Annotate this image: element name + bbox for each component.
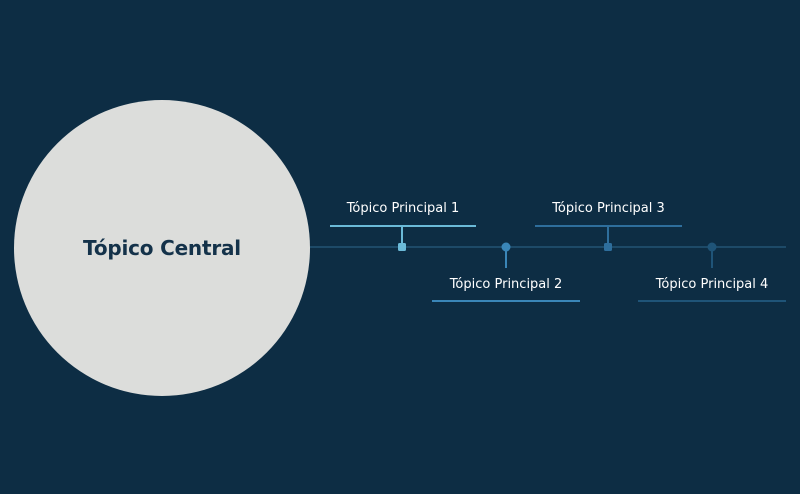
main-topic-1-label[interactable]: Tópico Principal 1 (346, 201, 460, 216)
topic-3-marker[interactable] (604, 243, 612, 251)
central-topic-label: Tópico Central (83, 236, 241, 260)
main-topic-3-label[interactable]: Tópico Principal 3 (552, 201, 665, 216)
main-topic-2-label[interactable]: Tópico Principal 2 (449, 277, 563, 292)
main-topic-4-label[interactable]: Tópico Principal 4 (655, 277, 769, 292)
central-topic-node[interactable] (14, 100, 310, 396)
topic-1-marker[interactable] (398, 243, 406, 251)
topic-2-marker[interactable] (501, 242, 511, 252)
topic-4-marker[interactable] (707, 242, 717, 252)
